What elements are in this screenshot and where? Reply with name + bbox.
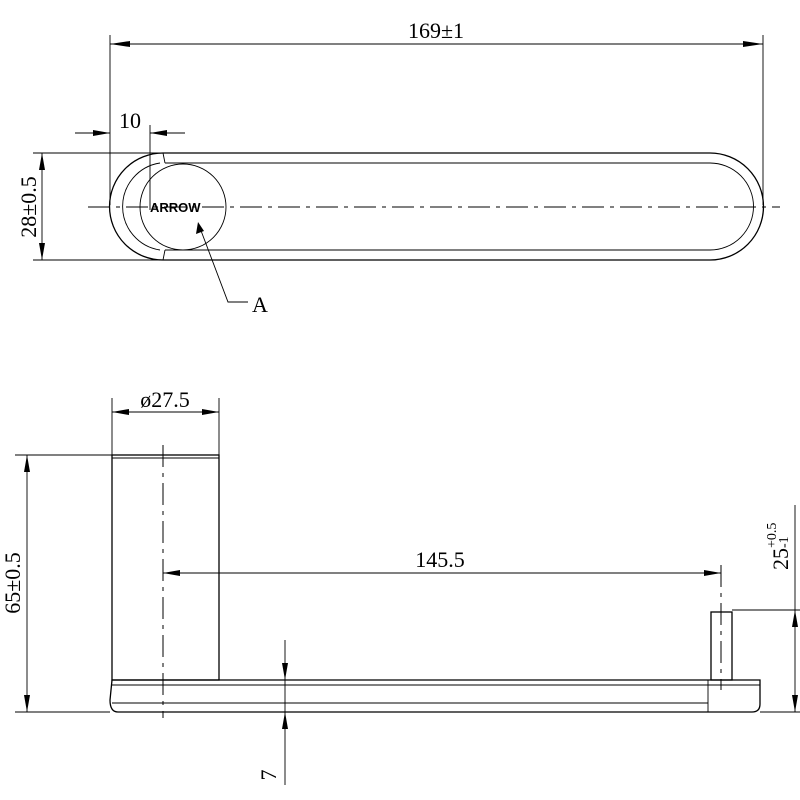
step-line	[162, 249, 166, 261]
dim-arrowhead	[792, 695, 798, 712]
dim-arrowhead	[24, 695, 30, 712]
width-dimension: 28±0.5	[16, 176, 41, 238]
cylinder	[111, 454, 220, 681]
callout-label: A	[252, 292, 268, 317]
left-end-arc	[122, 162, 161, 251]
dim-arrowhead	[202, 409, 219, 415]
slot-outline	[108, 152, 765, 261]
pin-tolerance-upper: +0.5	[765, 523, 780, 548]
dim-arrowhead	[39, 243, 45, 260]
dim-arrowhead	[112, 409, 129, 415]
dim-arrowhead	[282, 712, 288, 729]
dim-arrowhead	[792, 610, 798, 627]
step-line	[162, 152, 166, 164]
span-dimension: 145.5	[415, 547, 465, 572]
dim-arrowhead	[93, 130, 110, 136]
height-dimension: 65±0.5	[0, 552, 25, 614]
dim-arrowhead	[704, 570, 721, 576]
leader-arrowhead	[196, 222, 204, 234]
pin-dimension: 25	[768, 548, 793, 570]
arrow-marking-text: ARROW	[150, 200, 201, 215]
dim-arrowhead	[39, 153, 45, 170]
callout-leader	[199, 227, 248, 303]
dim-arrowhead	[163, 570, 180, 576]
top-view: ARROW A 169±1 10 28±0.5	[16, 18, 780, 317]
side-view: ø27.5 65±0.5 145.5 7 25 +0.5 -1	[0, 387, 800, 785]
diameter-dimension: ø27.5	[140, 387, 190, 412]
dim-arrowhead	[110, 41, 130, 47]
dim-arrowhead	[24, 455, 30, 472]
thickness-dimension: 7	[256, 770, 281, 781]
length-dimension: 169±1	[408, 18, 464, 43]
offset-dimension: 10	[119, 108, 141, 133]
dim-arrowhead	[150, 130, 167, 136]
dim-arrowhead	[282, 663, 288, 680]
base-plate	[109, 679, 761, 713]
dim-arrowhead	[743, 41, 763, 47]
pin-tolerance-lower: -1	[777, 536, 792, 548]
